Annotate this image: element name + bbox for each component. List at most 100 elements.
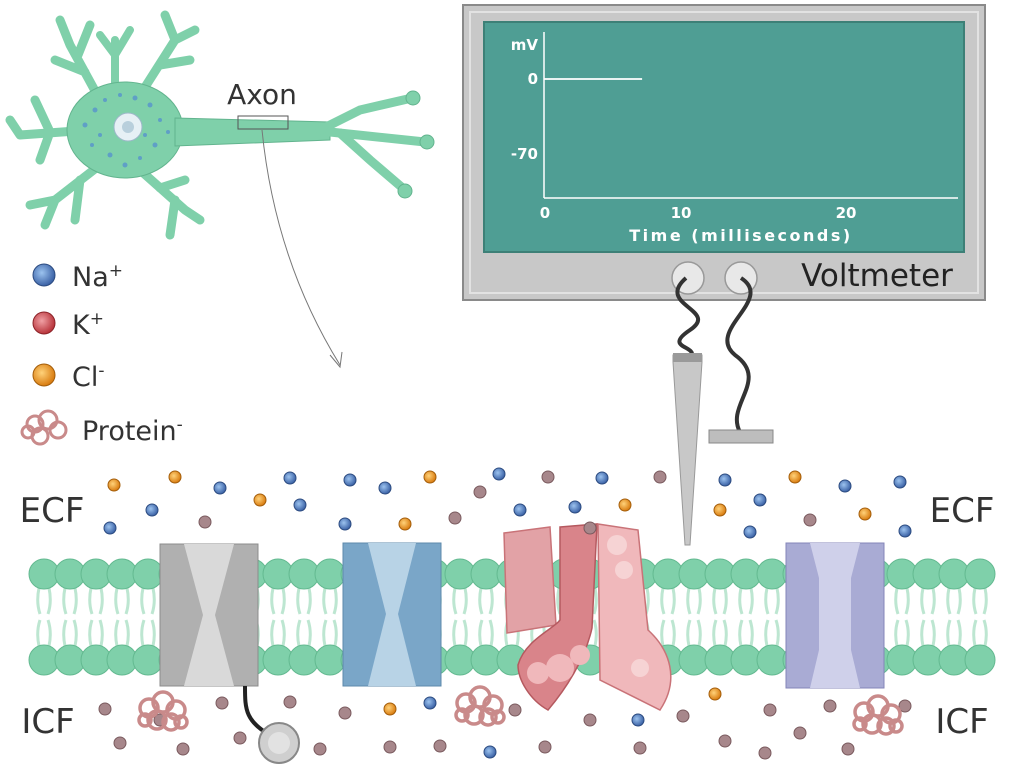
channel-pore	[184, 544, 234, 686]
protein-molecule	[137, 690, 189, 732]
legend-label: K+	[72, 309, 104, 341]
voltmeter-screen	[483, 21, 965, 253]
ecf-label-left: ECF	[20, 491, 85, 531]
voltmeter-bezel	[469, 11, 979, 294]
axon-terminal-bulb	[419, 134, 435, 150]
zoom-arrow-head	[329, 351, 343, 369]
y-tick-label: -70	[511, 145, 538, 163]
potassium-ion	[763, 703, 777, 717]
sodium-ion	[103, 521, 117, 535]
electrode-wire-left	[675, 276, 700, 410]
chloride-ion	[618, 498, 632, 512]
potassium-ion	[538, 740, 552, 754]
soma-granules	[82, 93, 170, 168]
potassium-ion	[583, 521, 597, 535]
axon-terminal-bulb	[397, 183, 413, 199]
protein-coil	[161, 712, 181, 732]
potassium-ion	[758, 746, 772, 760]
potassium-ion	[448, 511, 462, 525]
sodium-ion	[378, 481, 392, 495]
lipid-tail	[764, 587, 780, 647]
chloride-ion	[858, 507, 872, 521]
protein-coil	[876, 716, 896, 736]
y-tick-label: 0	[528, 70, 538, 88]
potassium-ion	[233, 731, 247, 745]
reference-electrode	[708, 429, 774, 444]
channel-pore	[368, 543, 416, 686]
chloride-ion	[788, 470, 802, 484]
chloride-ion	[107, 478, 121, 492]
potassium-ion	[383, 740, 397, 754]
potassium-ion	[583, 713, 597, 727]
red-channel	[503, 523, 672, 711]
protein-coil	[478, 707, 498, 727]
channel-subunit	[503, 526, 557, 634]
sodium-ion	[898, 524, 912, 538]
chloride-ion	[168, 470, 182, 484]
protein-coil	[173, 714, 189, 730]
neuron	[5, 10, 435, 240]
sodium-ion	[213, 481, 227, 495]
cell-membrane: ECF ECF ICF ICF	[20, 491, 996, 764]
chloride-ion-icon	[32, 363, 56, 387]
lipid-tail	[296, 587, 312, 647]
potassium-ion	[898, 699, 912, 713]
ions	[98, 467, 912, 760]
icf-label-left: ICF	[21, 702, 74, 742]
neuron-dendrites	[5, 10, 205, 240]
intracellular-proteins	[137, 685, 904, 736]
sodium-ion	[513, 503, 527, 517]
protein-coil	[146, 709, 168, 731]
chloride-ion	[383, 702, 397, 716]
sodium-ion	[283, 471, 297, 485]
potassium-ion	[793, 726, 807, 740]
purple-channel	[785, 542, 885, 689]
potassium-ion	[283, 695, 297, 709]
potassium-ion	[113, 736, 127, 750]
potassium-ion	[653, 470, 667, 484]
protein-molecule	[852, 694, 904, 736]
x-axis-label: Time (milliseconds)	[629, 226, 852, 245]
lipid-tail	[686, 587, 702, 647]
channel-bead	[546, 654, 574, 682]
sodium-ion	[893, 475, 907, 489]
sodium-ion	[145, 503, 159, 517]
protein-coil	[490, 709, 506, 725]
sodium-ion	[631, 713, 645, 727]
potassium-ion	[176, 742, 190, 756]
ion-legend: Na+ K+ Cl- Protein-	[20, 261, 183, 447]
protein-coil	[463, 704, 485, 726]
sodium-ion	[338, 517, 352, 531]
legend-item-protein: Protein-	[20, 409, 183, 447]
protein-coil	[852, 716, 868, 732]
channel-bead	[615, 561, 633, 579]
protein-molecule	[454, 685, 506, 727]
axon-label: Axon	[227, 78, 297, 111]
potassium-ion	[508, 703, 522, 717]
x-tick-label: 0	[540, 204, 550, 222]
sodium-ion	[595, 471, 609, 485]
potassium-ion	[215, 696, 229, 710]
neuron-nucleolus	[122, 121, 134, 133]
inactivation-ball-core	[268, 732, 290, 754]
lipid-tail	[660, 587, 676, 647]
lipid-tail	[920, 587, 936, 647]
legend-label: Na+	[72, 261, 123, 293]
x-tick-label: 20	[836, 204, 857, 222]
sodium-ion	[753, 493, 767, 507]
channel-bead	[631, 659, 649, 677]
lipid-tail	[36, 587, 52, 647]
chloride-ion	[708, 687, 722, 701]
axon-zoom-box	[237, 115, 289, 130]
lipid-tail	[894, 587, 910, 647]
potassium-ion	[803, 513, 817, 527]
voltmeter-plot: mV 0 -70 0 10 20 Time (milliseconds)	[511, 32, 958, 245]
voltmeter: mV 0 -70 0 10 20 Time (milliseconds) Vol…	[462, 4, 986, 546]
channel-subunit	[597, 523, 672, 711]
legend-label: Cl-	[72, 361, 105, 393]
potassium-ion	[718, 734, 732, 748]
potassium-ion	[633, 741, 647, 755]
legend-label: Protein-	[82, 415, 183, 447]
potassium-ion	[841, 742, 855, 756]
protein-coil	[454, 707, 470, 723]
